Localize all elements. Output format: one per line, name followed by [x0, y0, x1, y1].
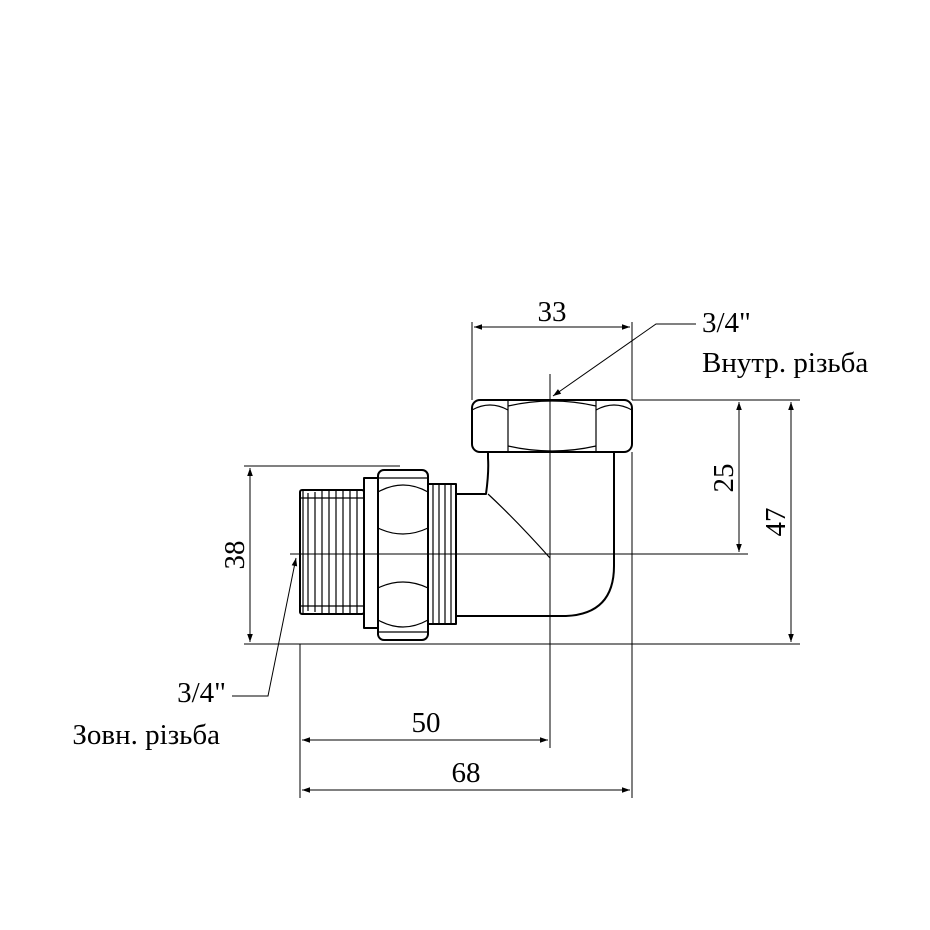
- dimension-68: 68: [302, 757, 630, 793]
- dimension-25-label: 25: [708, 464, 740, 493]
- dimension-68-label: 68: [452, 757, 481, 789]
- elbow-fitting: [299, 399, 633, 641]
- dimension-47: 47: [760, 402, 794, 642]
- inner-thread-label: Внутр. різьба: [702, 347, 868, 379]
- outer-thread-size: 3/4": [177, 677, 226, 709]
- union-hex-nut: [377, 469, 429, 641]
- inner-thread-size: 3/4": [702, 307, 751, 339]
- male-thread-section: [299, 489, 365, 615]
- flange-collar: [363, 477, 379, 629]
- dimension-50: 50: [302, 707, 548, 743]
- elbow-body: [455, 451, 615, 617]
- dimension-33: 33: [474, 296, 630, 330]
- outer-thread-callout: 3/4" Зовн. різьба: [72, 557, 298, 751]
- dimension-50-label: 50: [412, 707, 441, 739]
- extension-lines: [244, 322, 800, 798]
- dimension-38-label: 38: [219, 541, 251, 570]
- outer-thread-label: Зовн. різьба: [72, 719, 220, 751]
- inner-thread-callout: 3/4" Внутр. різьба: [552, 307, 868, 397]
- dimension-47-label: 47: [760, 508, 792, 537]
- dimension-38: 38: [219, 468, 253, 642]
- dimension-25: 25: [708, 402, 742, 552]
- dimension-33-label: 33: [538, 296, 567, 328]
- top-hex-nut: [471, 399, 633, 453]
